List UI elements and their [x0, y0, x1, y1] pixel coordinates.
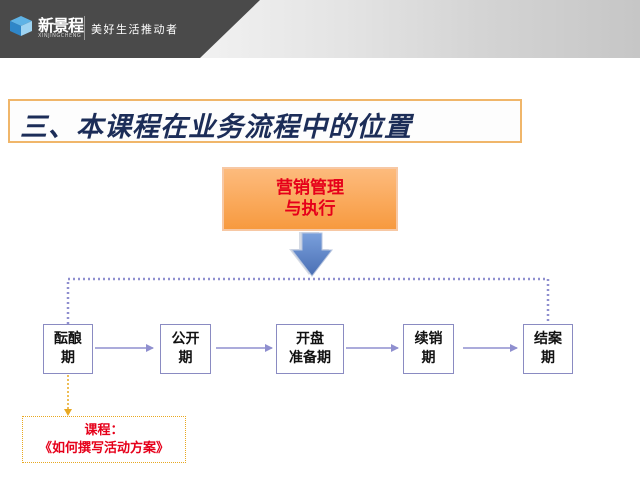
- stage-label-line2: 期: [61, 350, 75, 366]
- header-logo-area: 新景程 XINJINGCHENG 美好生活推动者: [0, 0, 260, 58]
- slide-title-box: 三、本课程在业务流程中的位置: [8, 99, 522, 143]
- header-bar: 新景程 XINJINGCHENG 美好生活推动者: [0, 0, 640, 58]
- stage-label-line1: 续销: [414, 331, 443, 347]
- cube-logo-icon: [10, 16, 32, 36]
- down-arrow-icon: [289, 232, 334, 277]
- marketing-management-line2: 与执行: [284, 199, 336, 219]
- slide-title: 三、本课程在业务流程中的位置: [20, 112, 412, 143]
- logo-divider: [84, 16, 85, 40]
- marketing-management-line1: 营销管理: [276, 178, 344, 198]
- stage-node-incubation: 酝酿 期: [43, 324, 93, 374]
- stage-label-line1: 公开: [171, 331, 200, 347]
- course-box: 课程： 《如何撰写活动方案》: [22, 416, 186, 463]
- stage-label-line1: 开盘: [296, 331, 324, 347]
- marketing-management-box: 营销管理 与执行: [222, 167, 398, 231]
- stage-label-line2: 期: [421, 350, 436, 366]
- stage-node-public: 公开 期: [160, 324, 211, 374]
- stage-node-continued-sales: 续销 期: [403, 324, 454, 374]
- stage-label-line2: 期: [178, 350, 193, 366]
- course-title: 《如何撰写活动方案》: [38, 440, 169, 456]
- header-slogan: 美好生活推动者: [91, 23, 179, 36]
- logo-subtext: XINJINGCHENG: [38, 33, 82, 39]
- stage-label-line1: 结案: [534, 331, 562, 347]
- dotted-bracket-line: [66, 277, 550, 324]
- course-connector-arrowhead: [64, 409, 72, 416]
- stage-node-closing: 结案 期: [523, 324, 573, 374]
- stage-node-opening-prep: 开盘 准备期: [276, 324, 344, 374]
- stage-label-line1: 酝酿: [54, 331, 82, 347]
- logo-text: 新景程: [38, 16, 84, 35]
- course-label: 课程：: [84, 422, 124, 438]
- stage-label-line2: 期: [541, 350, 555, 366]
- stage-label-line2: 准备期: [289, 350, 331, 366]
